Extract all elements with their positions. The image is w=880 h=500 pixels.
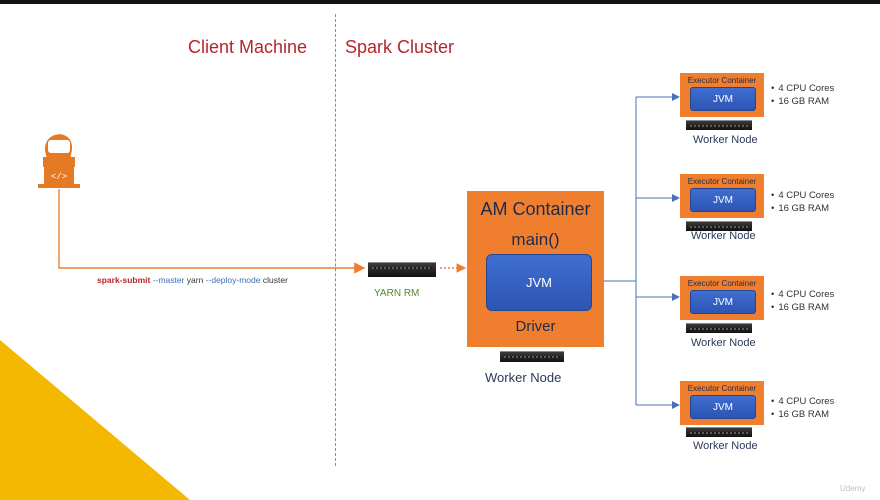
executor-server-icon (686, 120, 752, 130)
executor-container-title: Executor Container (687, 384, 757, 393)
executor-worker-node-label: Worker Node (691, 230, 756, 242)
spark-cluster-heading: Spark Cluster (345, 37, 455, 57)
ram-spec: 16 GB RAM (771, 202, 834, 215)
am-container-title: AM Container (480, 199, 591, 219)
executor-container: Executor Container JVM (680, 276, 764, 320)
watermark: Udemy (840, 484, 866, 493)
executor-jvm-box: JVM (690, 395, 756, 419)
cpu-cores-spec: 4 CPU Cores (771, 82, 834, 95)
cpu-cores-spec: 4 CPU Cores (771, 288, 834, 301)
executor-server-icon (686, 427, 752, 437)
ram-spec: 16 GB RAM (771, 95, 834, 108)
cpu-cores-spec: 4 CPU Cores (771, 395, 834, 408)
executor-container: Executor Container JVM (680, 381, 764, 425)
top-bar (0, 0, 880, 4)
am-worker-server-icon (500, 351, 564, 362)
executor-specs: 4 CPU Cores 16 GB RAM (771, 189, 834, 215)
executor-server-icon (686, 323, 752, 333)
executor-server-icon (686, 221, 752, 231)
am-worker-node-label: Worker Node (485, 370, 562, 385)
executor-container: Executor Container JVM (680, 73, 764, 117)
executor-specs: 4 CPU Cores 16 GB RAM (771, 395, 834, 421)
yarn-rm-server-icon (368, 262, 436, 277)
executor-worker-node-label: Worker Node (693, 440, 758, 452)
cpu-cores-spec: 4 CPU Cores (771, 189, 834, 202)
executor-worker-node-label: Worker Node (693, 134, 758, 146)
deploy-mode-flag: --deploy-mode (205, 275, 261, 285)
submit-command: spark-submit --master yarn --deploy-mode… (97, 275, 288, 285)
driver-label: Driver (515, 318, 556, 335)
svg-text:</>: </> (51, 172, 67, 182)
main-method-label: main() (511, 230, 560, 249)
deploy-mode-value: cluster (262, 275, 288, 285)
executor-specs: 4 CPU Cores 16 GB RAM (771, 82, 834, 108)
spark-submit-keyword: spark-submit (97, 275, 151, 285)
driver-jvm-box: JVM (486, 254, 592, 311)
submit-connector (58, 189, 366, 274)
executor-jvm-box: JVM (690, 87, 756, 111)
driver-to-executors-connector (592, 96, 679, 406)
client-machine-heading: Client Machine (188, 37, 308, 57)
executor-container-title: Executor Container (687, 279, 757, 288)
executor-container-title: Executor Container (687, 177, 757, 186)
ram-spec: 16 GB RAM (771, 301, 834, 314)
developer-laptop-icon: </> (35, 123, 83, 189)
executor-worker-node-label: Worker Node (691, 337, 756, 349)
executor-jvm-box: JVM (690, 290, 756, 314)
executor-container-title: Executor Container (687, 76, 757, 85)
ram-spec: 16 GB RAM (771, 408, 834, 421)
executor-container: Executor Container JVM (680, 174, 764, 218)
section-divider (335, 14, 336, 466)
executor-jvm-box: JVM (690, 188, 756, 212)
executor-specs: 4 CPU Cores 16 GB RAM (771, 288, 834, 314)
corner-decoration (0, 340, 190, 500)
master-value: yarn (186, 275, 204, 285)
yarn-rm-label: YARN RM (374, 288, 420, 299)
am-container: AM Container main() JVM Driver (467, 191, 604, 347)
master-flag: --master (152, 275, 185, 285)
